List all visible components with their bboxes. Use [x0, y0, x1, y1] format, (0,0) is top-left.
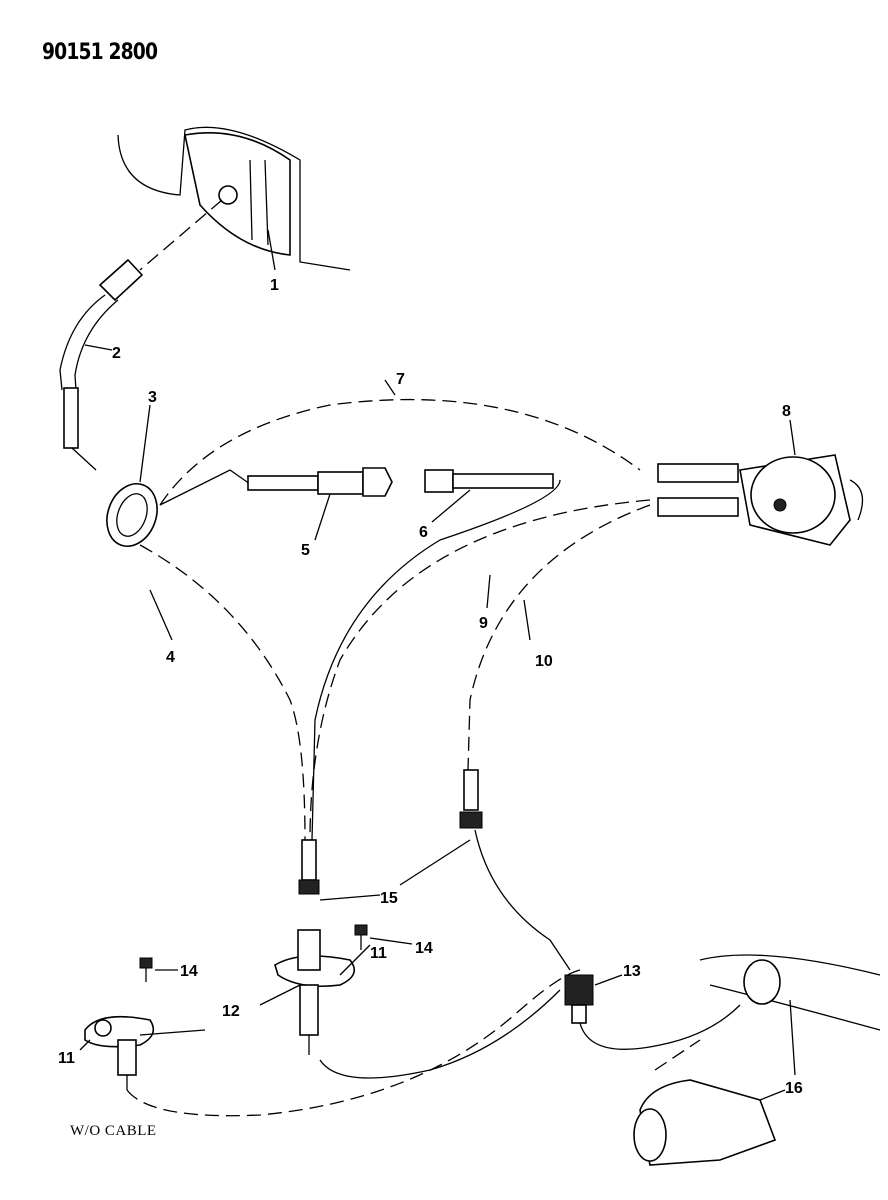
cable-route-7	[159, 398, 641, 506]
callout-11: 11	[58, 1050, 75, 1067]
bolt-part-14	[139, 924, 413, 982]
cable-route-4	[139, 544, 306, 841]
speed-control-servo-part-8	[657, 419, 864, 546]
callout-13: 13	[623, 963, 641, 980]
callout-9: 9	[479, 615, 488, 632]
callout-7: 7	[396, 371, 405, 388]
without-cable-note: W/O CABLE	[70, 1123, 157, 1139]
callout-5: 5	[301, 542, 310, 559]
cable-connector-part-5	[247, 467, 393, 541]
callout-12: 12	[222, 1003, 240, 1020]
grommet-part-3	[106, 404, 158, 547]
speed-sensor-center	[259, 929, 371, 1055]
callout-14: 14	[180, 963, 198, 980]
callout-1: 1	[270, 277, 279, 294]
transmission-adapter-part-16	[633, 954, 881, 1166]
cable-connector-part-6	[424, 469, 554, 523]
callout-11: 11	[370, 945, 387, 962]
instrument-cluster-part-1	[117, 126, 351, 271]
callout-16: 16	[785, 1080, 803, 1097]
pinion-gear-part-13	[564, 974, 741, 1050]
callout-10: 10	[535, 653, 553, 670]
cable-route-10	[467, 504, 651, 771]
speedometer-cable-part-2	[59, 199, 223, 471]
callout-15: 15	[380, 890, 398, 907]
document-id: 90151 2800	[42, 40, 158, 65]
callout-6: 6	[419, 524, 428, 541]
callout-14: 14	[415, 940, 433, 957]
sensor-part-15	[298, 769, 571, 971]
callout-3: 3	[148, 389, 157, 406]
speed-sensor-left	[79, 1015, 206, 1090]
cable-route-9	[309, 499, 651, 841]
callout-8: 8	[782, 403, 791, 420]
callout-2: 2	[112, 345, 121, 362]
callout-4: 4	[166, 649, 175, 666]
